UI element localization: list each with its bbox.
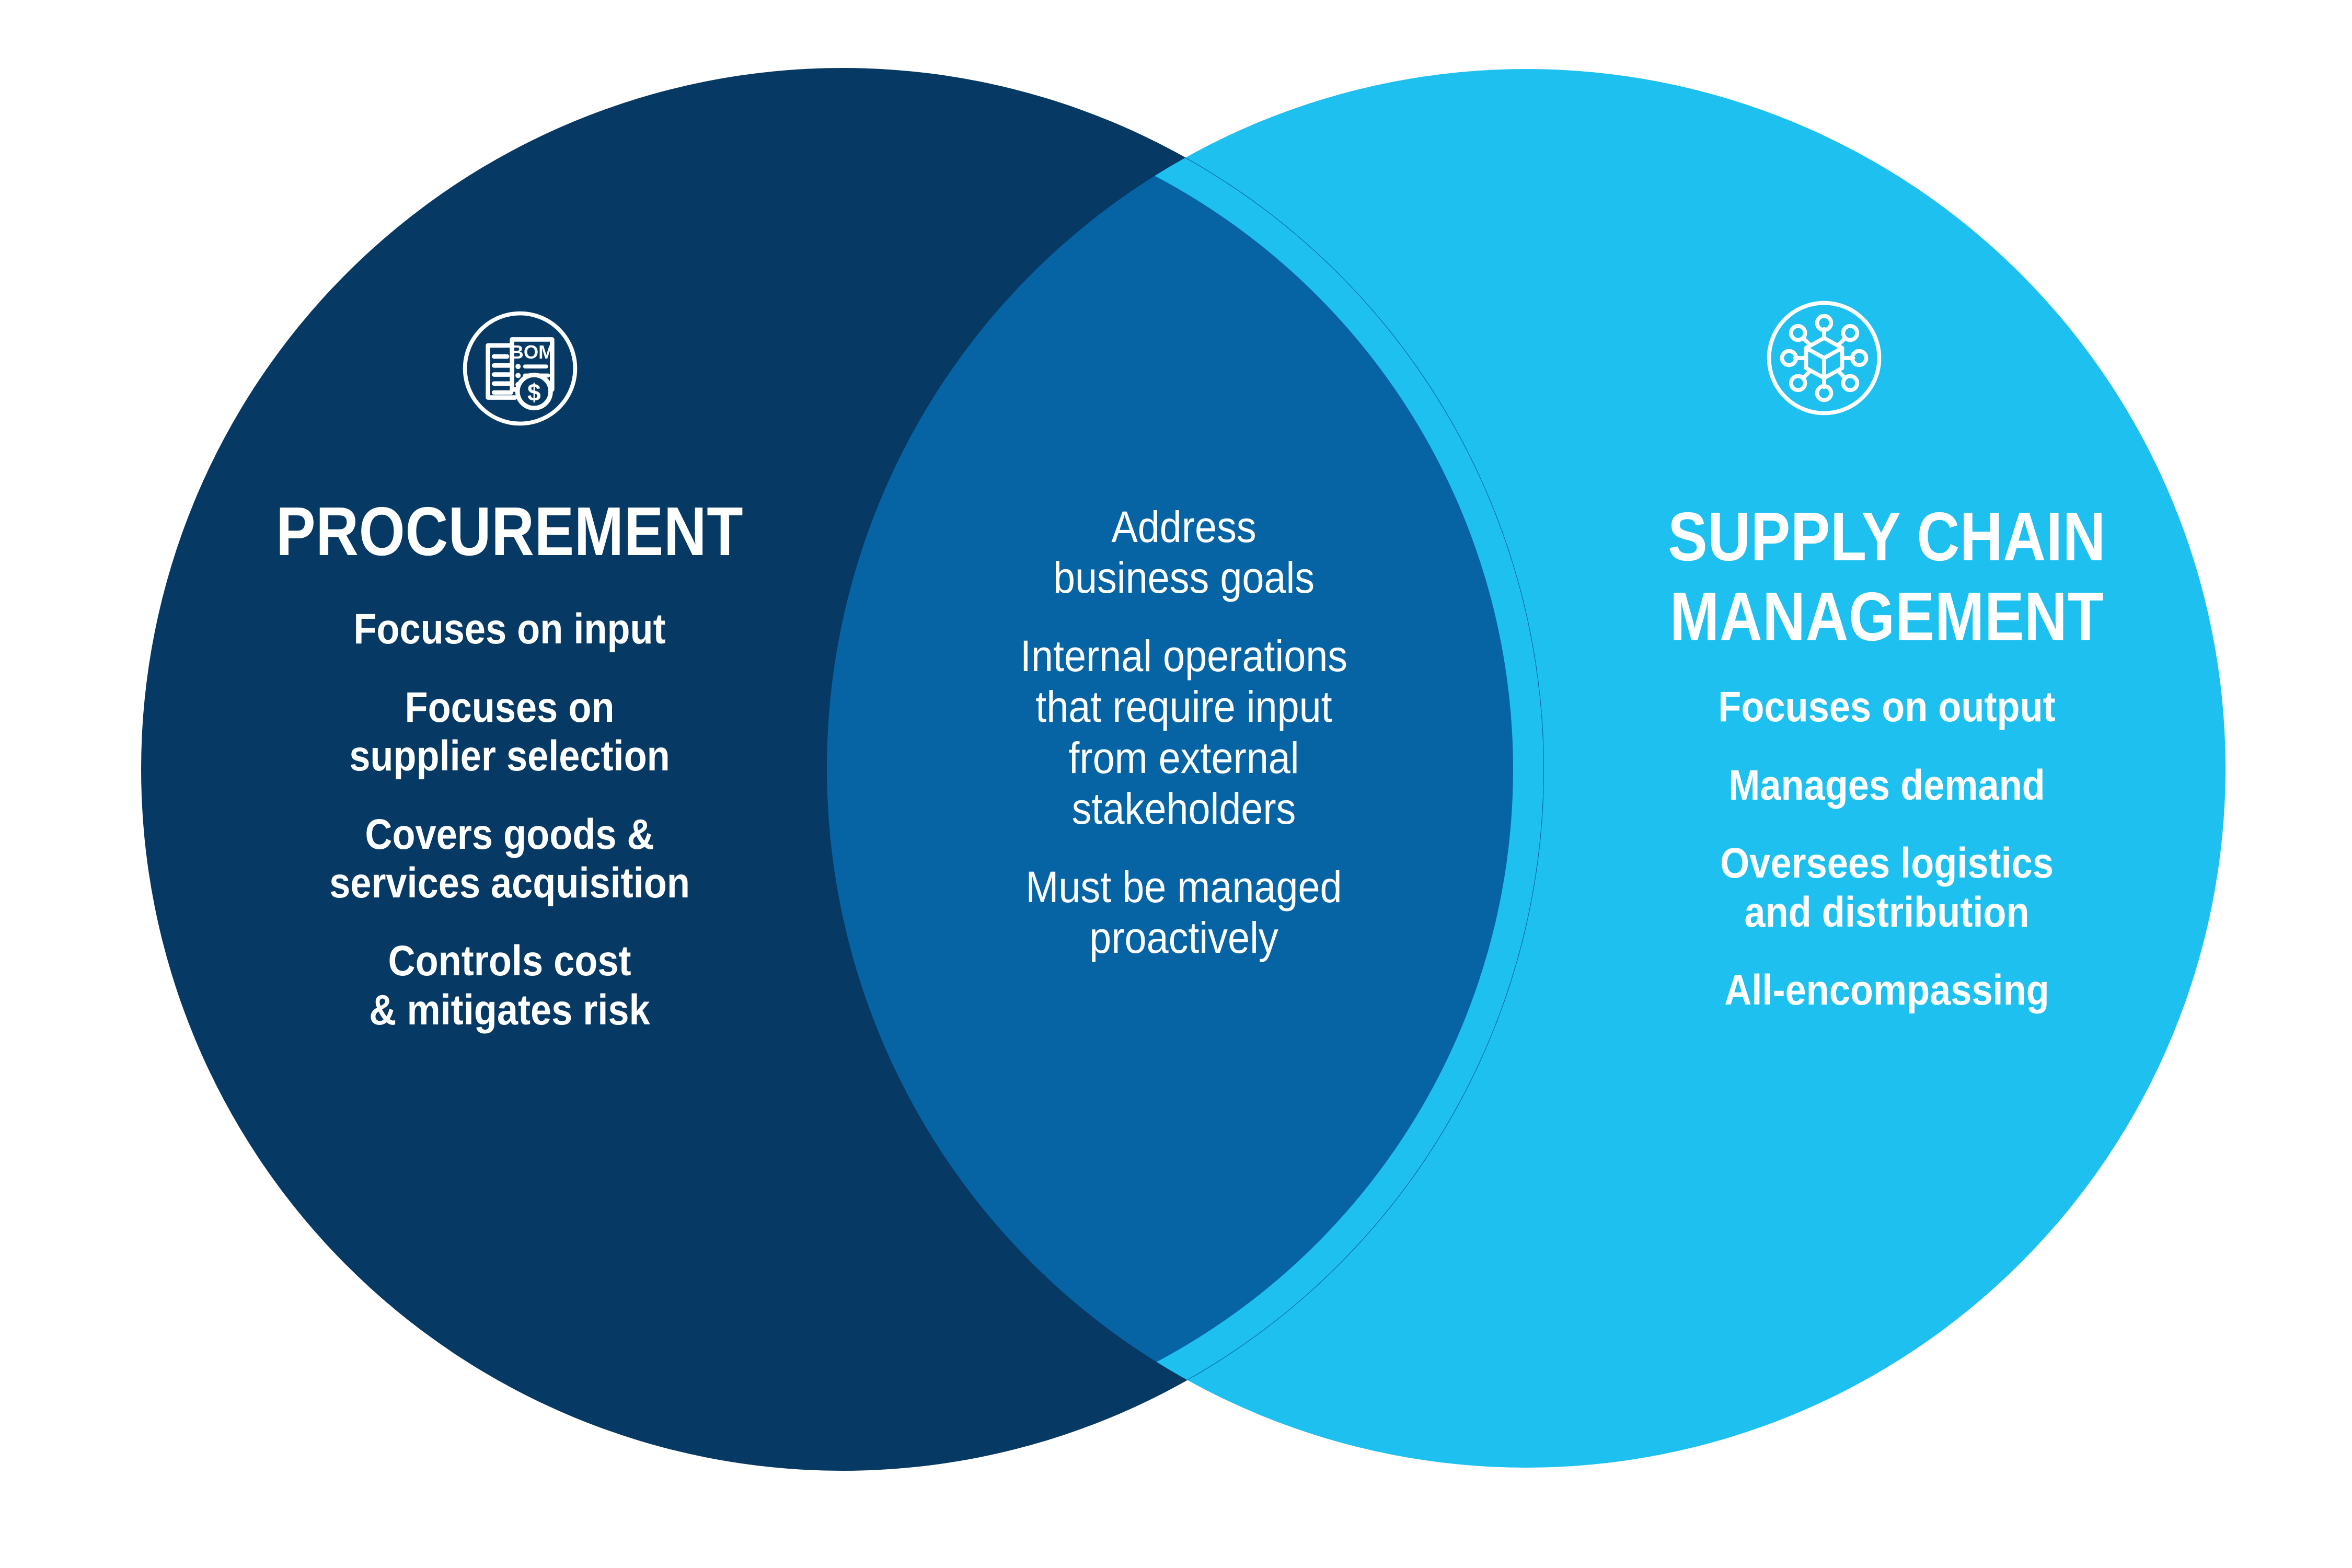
overlap-item-1: Address business goals xyxy=(1053,502,1315,603)
overlap-item-3: Must be managed proactively xyxy=(1025,862,1342,963)
procurement-title: PROCUREMENT xyxy=(276,493,743,570)
supply-chain-item-1: Focuses on output xyxy=(1718,683,2056,731)
procurement-item-4: Controls cost & mitigates risk xyxy=(369,937,650,1034)
supply-network-cube-icon xyxy=(1764,298,1884,418)
overlap-text-block: Address business goals Internal operatio… xyxy=(920,502,1448,964)
supply-chain-item-3: Oversees logistics and distribution xyxy=(1720,839,2054,936)
overlap-item-2: Internal operations that require input f… xyxy=(1020,631,1348,834)
supply-chain-item-2: Manages demand xyxy=(1728,761,2045,809)
supply-chain-title: SUPPLY CHAIN MANAGEMENT xyxy=(1668,498,2106,655)
procurement-text-block: PROCUREMENT Focuses on input Focuses on … xyxy=(172,491,847,1034)
svg-text:$: $ xyxy=(527,378,541,406)
supply-chain-item-4: All-encompassing xyxy=(1724,966,2049,1014)
procurement-item-3: Covers goods & services acquisition xyxy=(329,810,690,907)
supply-chain-text-block: SUPPLY CHAIN MANAGEMENT Focuses on outpu… xyxy=(1547,497,2227,1015)
bom-document-dollar-icon: BOM $ xyxy=(460,308,580,429)
procurement-item-2: Focuses on supplier selection xyxy=(349,683,670,780)
procurement-item-1: Focuses on input xyxy=(353,605,666,653)
bom-icon-text: BOM xyxy=(510,341,555,363)
